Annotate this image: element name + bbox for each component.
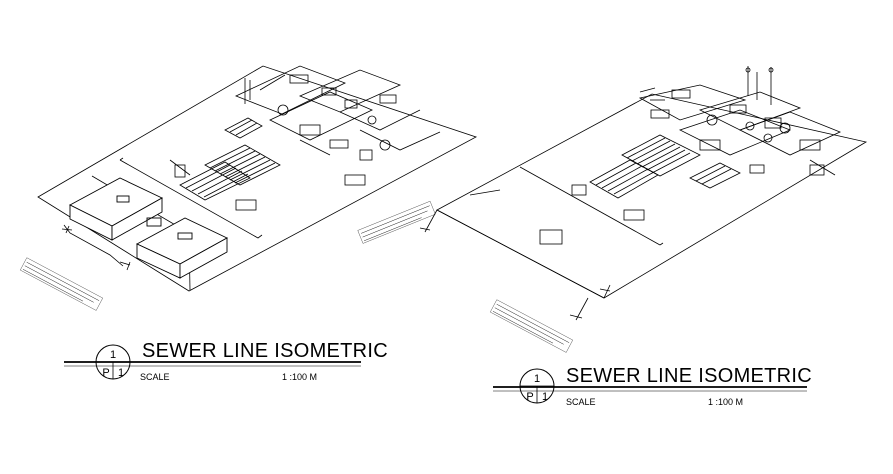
right-rear-rooms <box>638 66 842 176</box>
left-title-block: 1 P 1 SEWER LINE ISOMETRIC SCALE 1 :100 … <box>64 340 388 382</box>
right-sewer-note-upper <box>357 201 436 244</box>
right-title-block: 1 P 1 SEWER LINE ISOMETRIC SCALE 1 :100 … <box>493 365 812 407</box>
left-isometric-plan <box>37 65 478 292</box>
right-stairs <box>571 134 741 221</box>
left-sewer-main <box>63 224 124 267</box>
right-scale-value: 1 :100 M <box>708 397 743 407</box>
left-sheet-prefix: P <box>102 367 109 379</box>
left-sewer-note <box>20 257 103 311</box>
left-rear-rooms <box>234 65 441 161</box>
left-scale-label: SCALE <box>140 372 170 382</box>
right-isometric-plan <box>419 66 868 321</box>
right-sewer-note-lower <box>490 299 573 353</box>
left-scale-value: 1 :100 M <box>282 372 317 382</box>
right-scale-label: SCALE <box>566 397 596 407</box>
left-site-boundary <box>37 65 478 292</box>
right-sheet-number: 1 <box>542 391 548 403</box>
right-sheet-prefix: P <box>526 391 533 403</box>
right-front-wall <box>519 166 661 246</box>
right-detail-number: 1 <box>534 373 540 385</box>
left-detail-number: 1 <box>110 349 116 361</box>
left-stairs <box>179 117 281 201</box>
left-sheet-number: 1 <box>118 367 124 379</box>
right-site-boundary <box>436 93 868 299</box>
right-drawing-title: SEWER LINE ISOMETRIC <box>566 365 812 387</box>
left-front-wall <box>119 159 263 239</box>
left-drawing-title: SEWER LINE ISOMETRIC <box>142 340 388 362</box>
left-septic-tanks <box>69 177 228 279</box>
